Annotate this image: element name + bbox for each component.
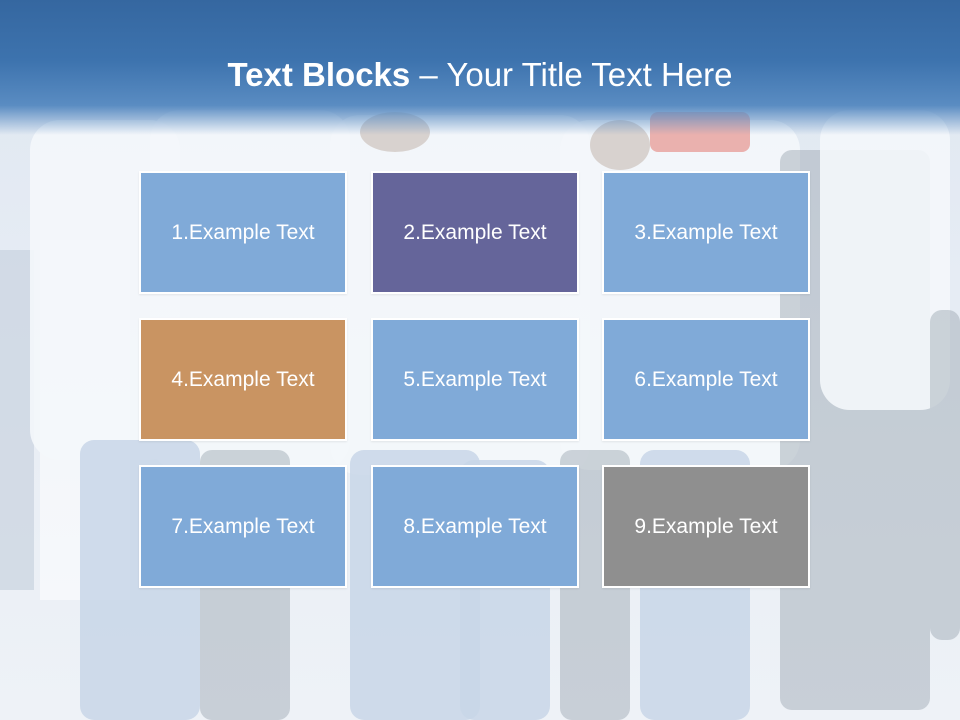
text-block-2[interactable]: 2.Example Text — [371, 171, 579, 294]
text-block-8[interactable]: 8.Example Text — [371, 465, 579, 588]
title-dash: – — [410, 56, 447, 93]
title-bar: Text Blocks – Your Title Text Here — [0, 0, 960, 135]
text-block-3[interactable]: 3.Example Text — [602, 171, 810, 294]
text-block-1[interactable]: 1.Example Text — [139, 171, 347, 294]
text-block-6[interactable]: 6.Example Text — [602, 318, 810, 441]
text-block-label: 4.Example Text — [171, 367, 315, 391]
text-block-label: 8.Example Text — [403, 514, 547, 538]
text-block-label: 6.Example Text — [634, 367, 778, 391]
text-block-label: 2.Example Text — [403, 220, 547, 244]
text-block-label: 3.Example Text — [634, 220, 778, 244]
text-block-label: 1.Example Text — [171, 220, 315, 244]
title-rest-part: Your Title Text Here — [446, 56, 733, 93]
text-block-7[interactable]: 7.Example Text — [139, 465, 347, 588]
text-block-label: 9.Example Text — [634, 514, 778, 538]
text-block-4[interactable]: 4.Example Text — [139, 318, 347, 441]
title-bold-part: Text Blocks — [227, 56, 411, 93]
text-block-label: 7.Example Text — [171, 514, 315, 538]
text-block-9[interactable]: 9.Example Text — [602, 465, 810, 588]
text-block-5[interactable]: 5.Example Text — [371, 318, 579, 441]
page-title: Text Blocks – Your Title Text Here — [0, 52, 960, 98]
text-block-label: 5.Example Text — [403, 367, 547, 391]
